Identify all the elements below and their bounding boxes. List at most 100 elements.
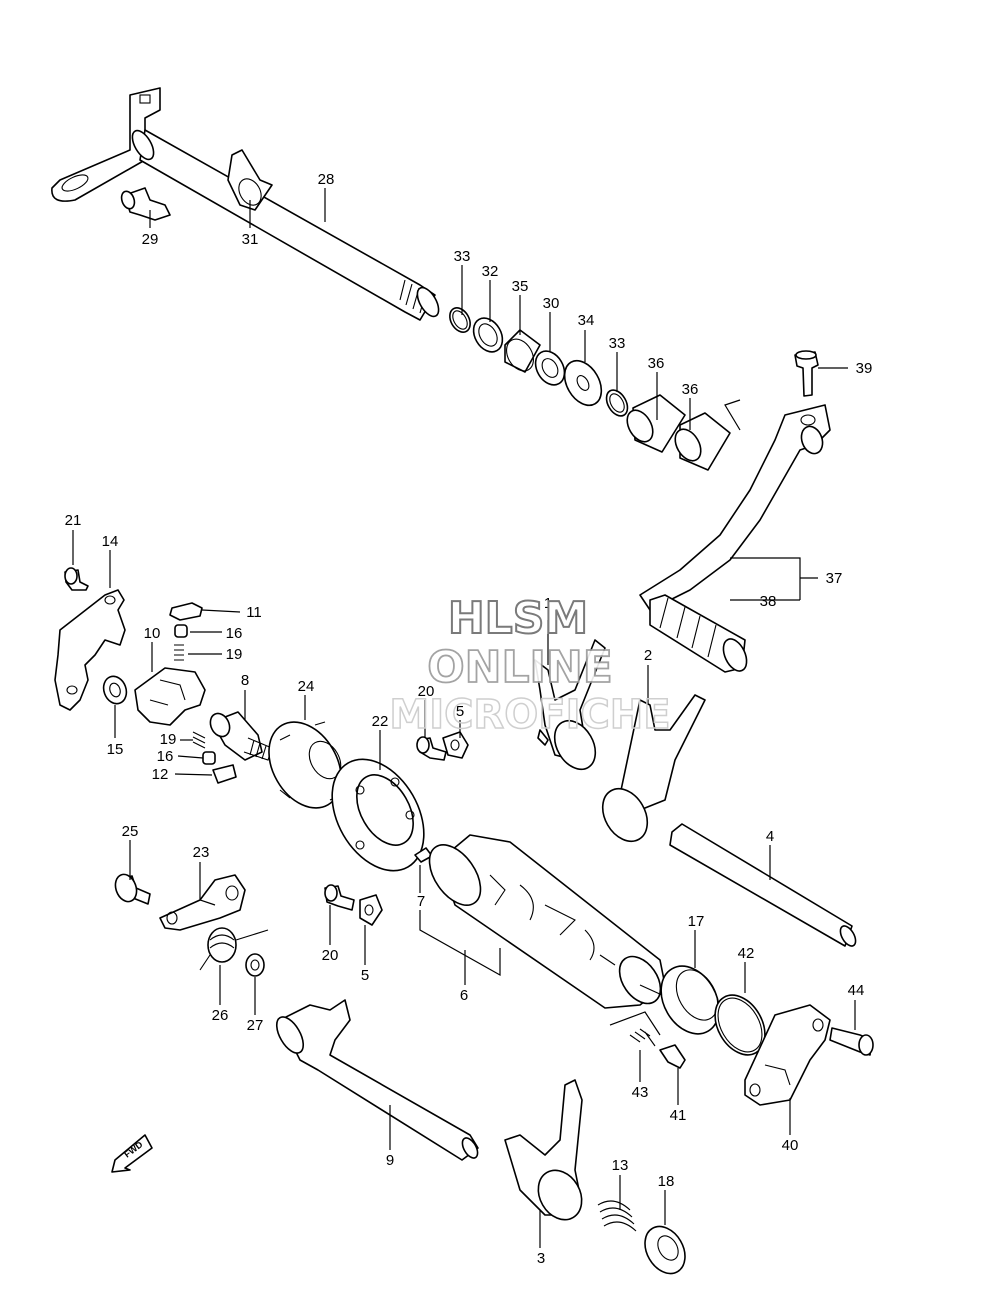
- callout-7: 7: [417, 893, 425, 910]
- spring-part-13[interactable]: [597, 1200, 637, 1232]
- circlip-part-33[interactable]: [446, 304, 475, 336]
- callout-12: 12: [152, 766, 169, 783]
- bolt-part-20b[interactable]: [324, 884, 355, 911]
- callout-8: 8: [241, 672, 249, 689]
- washer-part-34[interactable]: [557, 354, 609, 412]
- callout-33b: 33: [609, 335, 626, 352]
- washer-part-15[interactable]: [100, 673, 130, 707]
- callout-41: 41: [670, 1107, 687, 1124]
- callout-23: 23: [193, 844, 210, 861]
- callout-3: 3: [537, 1250, 545, 1267]
- bolt-part-44[interactable]: [829, 1027, 874, 1056]
- callout-31: 31: [242, 231, 259, 248]
- callout-26: 26: [212, 1007, 229, 1024]
- spring-part-43[interactable]: [629, 1028, 656, 1047]
- footrest-rubber-part-38[interactable]: [649, 594, 751, 675]
- callout-28: 28: [318, 171, 335, 188]
- spring-part-19a[interactable]: [174, 644, 184, 661]
- callout-42: 42: [738, 945, 755, 962]
- fwd-arrow-icon: FWD: [111, 1134, 153, 1173]
- callout-2: 2: [644, 647, 652, 664]
- callout-39: 39: [856, 360, 873, 377]
- callout-40: 40: [782, 1137, 799, 1154]
- gearshift-cam-driven-gear-part-24[interactable]: [254, 709, 355, 821]
- callout-44: 44: [848, 982, 865, 999]
- callout-4: 4: [766, 828, 774, 845]
- callout-22: 22: [372, 713, 389, 730]
- bolt-part-25[interactable]: [112, 871, 151, 905]
- o-ring-part-42[interactable]: [705, 986, 775, 1063]
- fork-shaft-part-4[interactable]: [669, 823, 859, 949]
- watermark-line1: HLSM: [448, 593, 588, 644]
- pin-part-16a[interactable]: [174, 624, 188, 638]
- callout-24: 24: [298, 678, 315, 695]
- gearshift-shaft-part-28[interactable]: [51, 87, 443, 321]
- callout-16b: 16: [157, 748, 174, 765]
- spring-part-19b[interactable]: [192, 731, 206, 749]
- stopper-plate-part-14[interactable]: [54, 589, 126, 711]
- callout-18: 18: [658, 1173, 675, 1190]
- oil-seal-part-18[interactable]: [637, 1219, 693, 1280]
- pin-part-16b[interactable]: [202, 751, 216, 765]
- bearing-part-22[interactable]: [313, 743, 442, 887]
- callout-20b: 20: [322, 947, 339, 964]
- callout-36b: 36: [682, 381, 699, 398]
- bolt-part-20a[interactable]: [416, 736, 447, 761]
- gearshift-cam-part-6[interactable]: [419, 834, 669, 1011]
- shift-fork-part-3[interactable]: [504, 1079, 590, 1228]
- callout-6: 6: [460, 987, 468, 1004]
- bolt-part-21[interactable]: [64, 567, 89, 591]
- callout-21: 21: [65, 512, 82, 529]
- callout-34: 34: [578, 312, 595, 329]
- bolt-part-29[interactable]: [119, 187, 171, 221]
- callout-30: 30: [543, 295, 560, 312]
- washer-part-27[interactable]: [245, 953, 265, 977]
- stopper-part-5a[interactable]: [442, 731, 469, 759]
- callout-35: 35: [512, 278, 529, 295]
- callout-1: 1: [544, 595, 552, 612]
- bushing-part-36a[interactable]: [622, 394, 686, 453]
- cam-guide-part-40[interactable]: [744, 1004, 831, 1106]
- bushing-part-36b[interactable]: [670, 412, 731, 471]
- shaft-part-8[interactable]: [207, 710, 273, 761]
- callout-27: 27: [247, 1017, 264, 1034]
- callout-32: 32: [482, 263, 499, 280]
- gear-shift-shaft-part-9[interactable]: [271, 999, 480, 1161]
- callout-19a: 19: [226, 646, 243, 663]
- leader-lines: [72, 188, 856, 1248]
- callout-17: 17: [688, 913, 705, 930]
- circlip-part-33b[interactable]: [602, 386, 632, 419]
- callout-43: 43: [632, 1084, 649, 1101]
- pawl-part-11[interactable]: [169, 602, 203, 621]
- callout-37: 37: [826, 570, 843, 587]
- callout-13: 13: [612, 1157, 629, 1174]
- callout-5a: 5: [456, 703, 464, 720]
- callout-14: 14: [102, 533, 119, 550]
- watermark-line2: ONLINE: [427, 642, 613, 693]
- stopper-part-5b[interactable]: [359, 894, 383, 926]
- callout-33a: 33: [454, 248, 471, 265]
- needle-bearing-part-35[interactable]: [501, 329, 541, 376]
- callout-9: 9: [386, 1152, 394, 1169]
- callout-20a: 20: [418, 683, 435, 700]
- bolt-part-39[interactable]: [794, 350, 819, 397]
- shaft-seal-part-31[interactable]: [227, 149, 273, 211]
- shift-fork-part-2[interactable]: [594, 694, 706, 849]
- callout-15: 15: [107, 741, 124, 758]
- pawl-holder-part-10[interactable]: [134, 667, 206, 726]
- callout-38: 38: [760, 593, 777, 610]
- callout-11: 11: [246, 604, 262, 621]
- washer-part-32[interactable]: [468, 313, 509, 357]
- gearshift-lever-part-37[interactable]: [639, 404, 831, 611]
- callout-16a: 16: [226, 625, 243, 642]
- bearing-part-17[interactable]: [649, 956, 730, 1044]
- spring-part-26[interactable]: [199, 927, 269, 971]
- callout-numbers: 28 29 31 33 32 35 30 34 33 36 36 39 37 3…: [65, 171, 873, 1267]
- oil-seal-part-30[interactable]: [530, 346, 571, 390]
- pawl-part-12[interactable]: [212, 764, 237, 784]
- cam-stopper-part-23[interactable]: [159, 874, 246, 931]
- watermark-line3: MICROFICHE: [389, 692, 670, 738]
- pin-part-41[interactable]: [659, 1044, 686, 1069]
- watermark: HLSM ONLINE MICROFICHE: [389, 592, 672, 739]
- shift-fork-part-1[interactable]: [534, 639, 606, 777]
